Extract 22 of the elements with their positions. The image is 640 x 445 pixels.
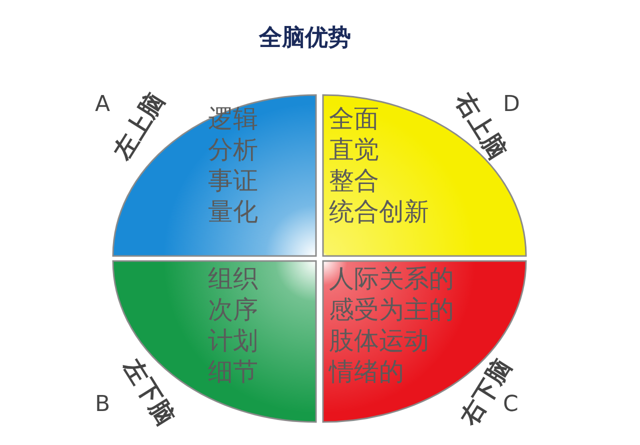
diagram-title: 全脑优势	[258, 24, 352, 53]
region-label: 左下脑	[117, 353, 181, 431]
quadrant-text: 直觉	[329, 134, 380, 165]
quadrant-text: 组织	[208, 263, 258, 294]
region-letter: A	[95, 92, 110, 117]
region-letter: B	[95, 392, 110, 417]
quadrant-text: 分析	[208, 134, 258, 165]
quadrant-text: 整合	[329, 165, 380, 196]
quadrant-text: 逻辑	[208, 103, 258, 134]
quadrant-text: 事证	[208, 165, 258, 196]
quadrant-text: 感受为主的	[329, 294, 454, 325]
quadrant-text: 肢体运动	[329, 325, 430, 356]
quadrant-text: 次序	[208, 294, 258, 325]
quadrant-text: 量化	[208, 196, 258, 227]
quadrant-text: 全面	[329, 103, 380, 134]
quadrant-text: 人际关系的	[329, 263, 454, 294]
quadrant-text: 细节	[208, 356, 258, 387]
region-letter: C	[503, 392, 518, 417]
quadrant-text: 统合创新	[329, 196, 429, 227]
region-letter: D	[503, 92, 520, 117]
quadrant-text: 计划	[208, 325, 258, 356]
quadrant-text: 情绪的	[329, 356, 405, 387]
